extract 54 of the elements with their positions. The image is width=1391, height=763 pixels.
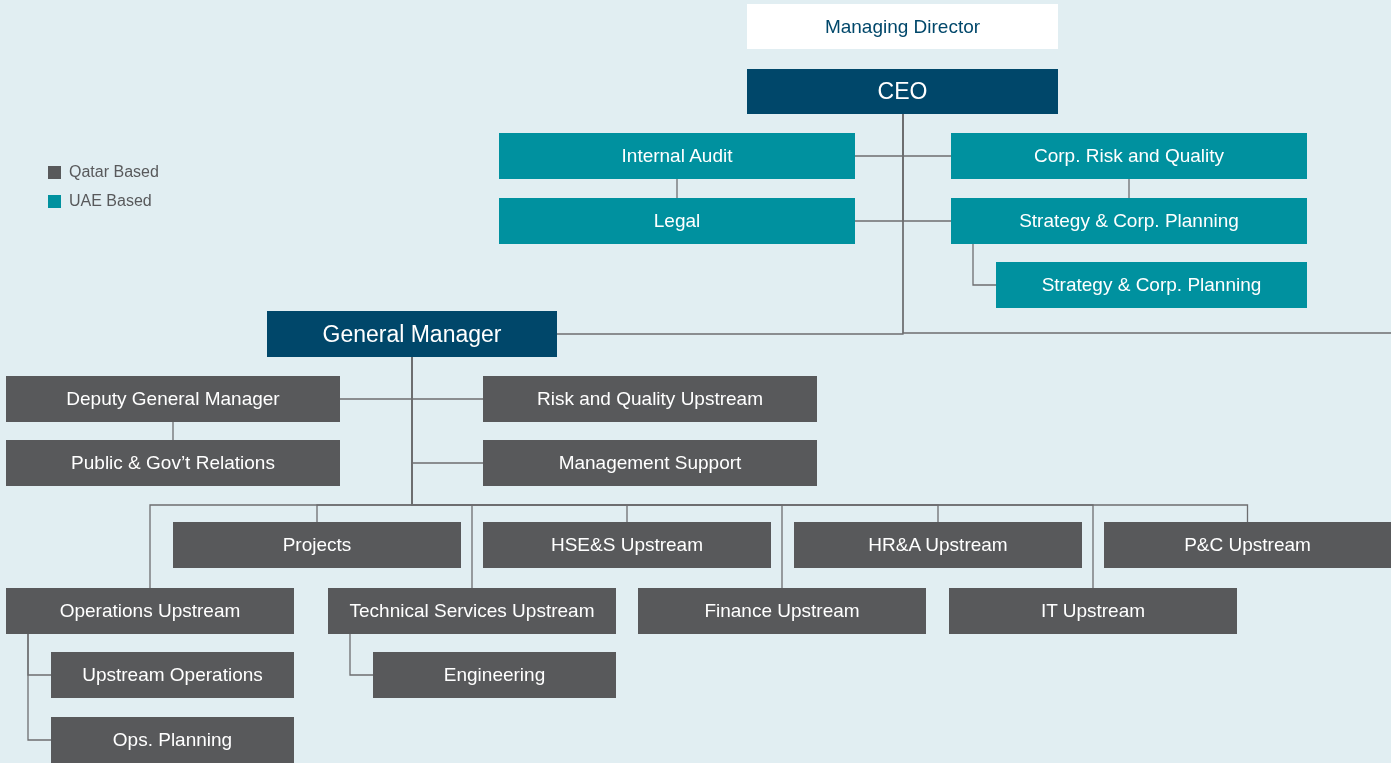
connector-line bbox=[1128, 178, 1130, 199]
org-box bbox=[747, 69, 1058, 114]
org-box bbox=[638, 588, 926, 634]
role-label: Projects bbox=[282, 534, 352, 556]
org-box bbox=[6, 588, 294, 634]
org-box bbox=[51, 652, 294, 698]
connector-line bbox=[349, 633, 374, 676]
role-label: Deputy General Manager bbox=[66, 388, 280, 410]
role-label: Strategy & Corp. Planning bbox=[1041, 274, 1262, 296]
org-box bbox=[6, 440, 340, 486]
role-label: Managing Director bbox=[824, 15, 981, 38]
role-label: Legal bbox=[653, 210, 701, 232]
org-box bbox=[328, 588, 616, 634]
role-label: Operations Upstream bbox=[59, 600, 241, 622]
role-label: Ops. Planning bbox=[112, 729, 233, 751]
role-label: Strategy & Corp. Planning bbox=[1019, 210, 1239, 232]
org-box bbox=[996, 262, 1307, 308]
role-label: HR&A Upstream bbox=[868, 534, 1008, 556]
org-box bbox=[794, 522, 1082, 568]
legend-label: Qatar Based bbox=[69, 163, 159, 181]
org-box bbox=[373, 652, 616, 698]
role-label: IT Upstream bbox=[1040, 600, 1146, 622]
role-label: Management Support bbox=[558, 452, 742, 474]
org-box bbox=[173, 522, 461, 568]
connector-line bbox=[676, 178, 678, 199]
org-box bbox=[499, 133, 855, 179]
legend-label: UAE Based bbox=[69, 192, 152, 210]
role-label: Upstream Operations bbox=[82, 664, 263, 686]
org-box bbox=[949, 588, 1237, 634]
org-box bbox=[1104, 522, 1391, 568]
org-box bbox=[6, 376, 340, 422]
role-label: Engineering bbox=[443, 664, 546, 686]
role-label: Technical Services Upstream bbox=[349, 600, 595, 622]
org-box bbox=[951, 133, 1307, 179]
connector-line bbox=[27, 633, 52, 741]
role-label: HSE&S Upstream bbox=[550, 534, 703, 556]
role-label: Internal Audit bbox=[621, 145, 733, 167]
org-box bbox=[951, 198, 1307, 244]
connector-line bbox=[172, 421, 174, 441]
role-label: Finance Upstream bbox=[704, 600, 860, 622]
org-box bbox=[483, 522, 771, 568]
org-box bbox=[51, 717, 294, 763]
org-box bbox=[483, 376, 817, 422]
org-box bbox=[267, 311, 557, 357]
role-label: CEO bbox=[877, 78, 928, 105]
org-box bbox=[747, 4, 1058, 49]
role-label: Corp. Risk and Quality bbox=[1033, 145, 1225, 167]
org-box bbox=[483, 440, 817, 486]
role-label: Risk and Quality Upstream bbox=[537, 388, 763, 410]
role-label: Public & Gov’t Relations bbox=[71, 452, 275, 474]
role-label: P&C Upstream bbox=[1184, 534, 1311, 556]
role-label: General Manager bbox=[322, 320, 502, 348]
connector-line bbox=[972, 243, 997, 286]
org-box bbox=[499, 198, 855, 244]
